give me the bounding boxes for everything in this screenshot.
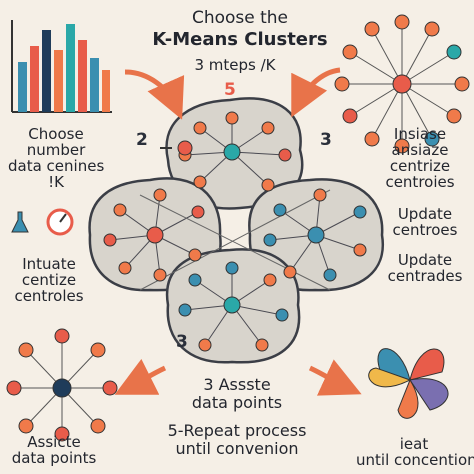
label-update-centroids-1: Update centroes: [392, 205, 458, 239]
title-line-2: K-Means Clusters: [152, 29, 328, 50]
label-update-centroids-2: Update centrades: [387, 251, 463, 285]
step-number-left: 2: [136, 130, 148, 150]
title-line-1: Choose the: [191, 8, 289, 28]
gauge-icon: [46, 208, 74, 236]
step-number-top: 5: [224, 80, 236, 100]
step-number-bottom: 3: [176, 332, 188, 352]
cluster-star-bottom-left: [6, 328, 118, 442]
cluster-spokes: [109, 118, 361, 346]
cluster-left: [88, 177, 222, 292]
label-until-convergence: ieat until concention: [356, 435, 474, 469]
cluster-right: [248, 178, 385, 292]
cluster-blobs: [88, 97, 385, 364]
bar-chart-icon: [11, 20, 112, 113]
label-assign-data-points: Assicte data points: [11, 433, 97, 467]
petal-pie-icon: [368, 348, 449, 419]
flask-icon: [11, 211, 29, 233]
label-repeat-step: 5-Repeat process until convenion: [167, 421, 307, 458]
label-assign-step: 3 Assste data points: [191, 375, 283, 412]
curved-arrow-icon: [114, 67, 362, 396]
page-title: Choose the K-Means Clusters: [120, 8, 360, 51]
cluster-top: [165, 97, 304, 210]
label-initialize-centroids: Insiase ansiaze centrize centroies: [385, 125, 455, 191]
label-choose-number: Choose number data cenines !K: [8, 125, 105, 191]
subtitle: 3 mteps /K: [194, 56, 276, 74]
label-initiate-centroids: Intuate centize centroles: [14, 255, 84, 305]
target-icon: [160, 140, 193, 156]
step-number-right: 3: [320, 130, 332, 150]
